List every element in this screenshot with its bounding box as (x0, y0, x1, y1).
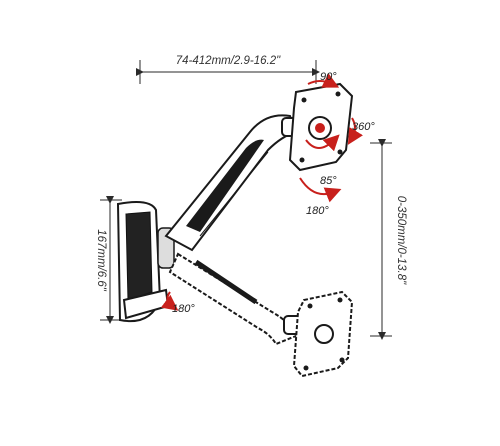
upper-arm-raised (164, 114, 303, 252)
rotation-arrows (160, 73, 363, 311)
upper-vesa-plate (288, 82, 354, 172)
angle-180-head-label: 180° (306, 205, 329, 217)
bracket-height-label: 167mm/6.6" (95, 229, 107, 292)
horizontal-reach-label: 74-412mm/2.9-16.2" (176, 55, 281, 67)
vertical-range-label: 0-350mm/0-13.8" (395, 196, 407, 285)
angle-360-label: 360° (352, 121, 375, 133)
horizontal-reach-dimension: 74-412mm/2.9-16.2" (136, 55, 320, 84)
angle-180-wall-label: 180° (172, 303, 195, 315)
angle-90-label: 90° (320, 71, 337, 83)
angle-85-label: 85° (320, 175, 337, 187)
bracket-height-dimension: 167mm/6.6" (95, 196, 122, 324)
wall-bracket (116, 201, 175, 322)
lower-vesa-plate (292, 290, 354, 378)
lower-arm-lowered (168, 252, 307, 346)
vertical-range-dimension: 0-350mm/0-13.8" (370, 139, 407, 340)
